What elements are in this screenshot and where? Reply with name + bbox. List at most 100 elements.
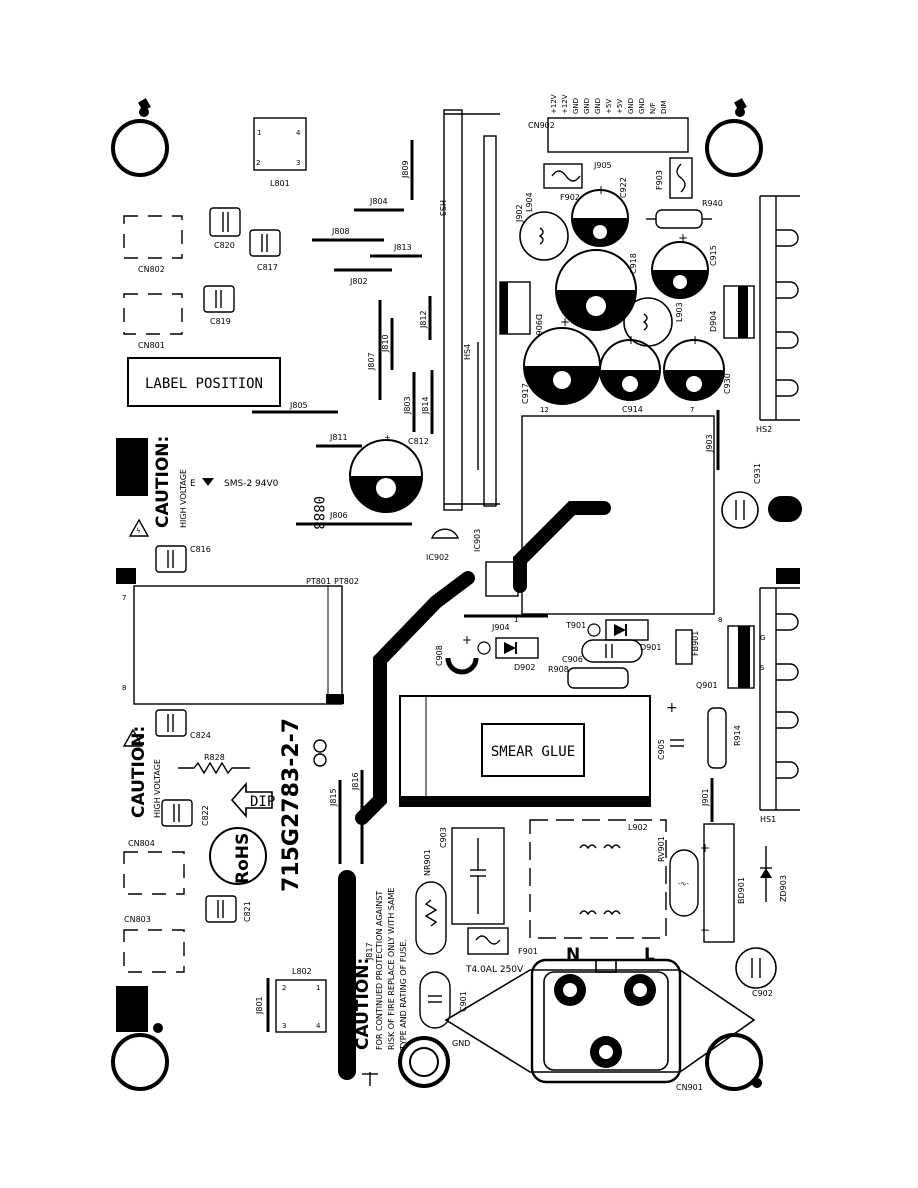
dip-arrow: DIP: [230, 781, 275, 819]
svg-text:J902: J902: [515, 204, 524, 223]
svg-text:1: 1: [257, 129, 261, 137]
svg-text:SMS-2 94V0: SMS-2 94V0: [224, 479, 279, 489]
svg-text:L802: L802: [292, 967, 312, 976]
svg-text:L801: L801: [270, 179, 290, 188]
svg-text:TYPE AND RATING OF FUSE.: TYPE AND RATING OF FUSE.: [399, 939, 408, 1051]
svg-text:HIGH VOLTAGE: HIGH VOLTAGE: [153, 759, 162, 818]
capacitor-c922: + C922: [571, 177, 629, 247]
transistor-q901: G S Q901: [696, 625, 765, 690]
caution-high-voltage-bottom: CAUTION: HIGH VOLTAGE: [122, 726, 162, 818]
connector-cn902: CN902 +12V +12V GND GND GND +5V +5V GND …: [528, 94, 689, 153]
svg-text:FB901: FB901: [691, 631, 700, 656]
thermistor-nr901: NR901: [415, 849, 447, 955]
svg-text:T4.0AL 250V: T4.0AL 250V: [465, 965, 524, 975]
rohs-mark: RoHS: [209, 827, 267, 885]
svg-text:RISK OF FIRE REPLACE ONLY WITH: RISK OF FIRE REPLACE ONLY WITH SAME: [387, 888, 396, 1050]
capacitor-c917: + C917: [521, 315, 601, 405]
svg-text:C930: C930: [723, 373, 732, 394]
svg-text:CN804: CN804: [128, 839, 155, 848]
svg-text:G: G: [760, 634, 765, 642]
svg-text:−: −: [700, 923, 710, 937]
svg-text:IC902: IC902: [426, 553, 449, 562]
capacitor-c820: C820: [209, 207, 241, 250]
svg-text:+5V: +5V: [605, 99, 613, 114]
svg-text:C819: C819: [210, 317, 231, 326]
capacitor-c821: C821: [205, 895, 252, 923]
svg-text:NR901: NR901: [423, 849, 432, 876]
svg-text:J810: J810: [381, 334, 390, 353]
svg-text:CAUTION:: CAUTION:: [153, 436, 173, 528]
svg-text:+: +: [384, 433, 391, 442]
svg-text:GND: GND: [638, 98, 646, 114]
heatsink-hs3-hs4: HS3 HS4: [438, 109, 500, 511]
svg-text:C918: C918: [629, 253, 638, 274]
svg-text:BD901: BD901: [737, 877, 746, 904]
svg-text:2: 2: [256, 159, 260, 167]
svg-text:J801: J801: [255, 996, 264, 1015]
svg-text:C905: C905: [657, 739, 666, 760]
svg-text:C903: C903: [439, 827, 448, 848]
svg-text:8: 8: [718, 616, 722, 624]
svg-text:C817: C817: [257, 263, 278, 272]
svg-text:GND: GND: [452, 1039, 470, 1048]
svg-text:J904: J904: [491, 623, 510, 632]
jumper-j903: J903: [705, 410, 720, 470]
connector-cn802: CN802: [123, 215, 183, 274]
ac-inlet-cn901: N L GND CN901: [444, 945, 756, 1092]
fuse-f902: F902 J905: [543, 161, 612, 202]
capacitor-c905: C905: [657, 739, 684, 760]
svg-text:CAUTION:: CAUTION:: [129, 726, 149, 818]
svg-text:J807: J807: [367, 352, 376, 371]
svg-text:D901: D901: [640, 643, 661, 652]
svg-text:+: +: [690, 333, 700, 347]
svg-text:J817: J817: [365, 942, 374, 961]
capacitor-c824: C824: [155, 709, 211, 740]
svg-text:1: 1: [514, 616, 518, 624]
svg-text:4: 4: [316, 1022, 321, 1030]
svg-text:HS4: HS4: [463, 344, 472, 360]
svg-text:3: 3: [282, 1022, 286, 1030]
capacitor-c902: C902: [735, 947, 777, 998]
mounting-hole-top-right: [705, 98, 763, 177]
ul-mark: E SMS-2 94V0 0888: [190, 478, 326, 530]
svg-text:RoHS: RoHS: [233, 833, 253, 884]
svg-text:CN901: CN901: [676, 1083, 703, 1092]
connector-cn803: CN803: [123, 915, 185, 973]
jumpers: J809 J804 J808 J813 J802 J812 J810 J807 …: [252, 140, 434, 526]
mounting-hole-gnd: [398, 1036, 450, 1088]
capacitor-c918: C918: [555, 249, 638, 331]
svg-text:F902: F902: [560, 193, 580, 202]
transformer-t901: 12 7 8 1 T901: [514, 406, 722, 630]
capacitor-c908: + C908: [435, 633, 479, 675]
svg-text:R828: R828: [204, 753, 225, 762]
marker-pad-mid-right: [776, 568, 800, 584]
svg-text:LABEL POSITION: LABEL POSITION: [145, 376, 263, 392]
svg-text:J903: J903: [705, 434, 714, 453]
svg-text:4: 4: [296, 129, 301, 137]
svg-text:J813: J813: [393, 243, 412, 252]
svg-text:D906: D906: [534, 314, 543, 335]
svg-text:C915: C915: [709, 245, 718, 266]
svg-text:Q901: Q901: [696, 681, 718, 690]
svg-text:F901: F901: [518, 947, 538, 956]
diode-d902: D902: [477, 637, 539, 672]
heatsink-hs2: HS2: [756, 195, 800, 434]
caution-high-voltage-top: CAUTION: HIGH VOLTAGE ϟ: [128, 436, 188, 537]
svg-text:ZD903: ZD903: [779, 875, 788, 902]
capacitor-c812: + C812: [349, 433, 429, 513]
svg-text:J905: J905: [593, 161, 612, 170]
caution-fuse: CAUTION: FOR CONTINUED PROTECTION AGAINS…: [338, 870, 408, 1086]
svg-text:J803: J803: [403, 396, 412, 415]
connector-cn804: CN804: [123, 839, 185, 895]
resistor-r914: R914: [707, 707, 742, 769]
svg-text:J802: J802: [349, 277, 368, 286]
capacitor-c906: C906: [562, 639, 643, 664]
varistor-rv901: -∿- RV901: [657, 836, 699, 917]
svg-text:J811: J811: [329, 433, 348, 442]
svg-text:C931: C931: [753, 463, 762, 484]
resistor-r908: R908: [548, 665, 629, 689]
svg-text:L904: L904: [525, 192, 534, 212]
svg-text:C816: C816: [190, 545, 211, 554]
svg-text:+12V: +12V: [561, 94, 569, 114]
svg-text:CN802: CN802: [138, 265, 165, 274]
